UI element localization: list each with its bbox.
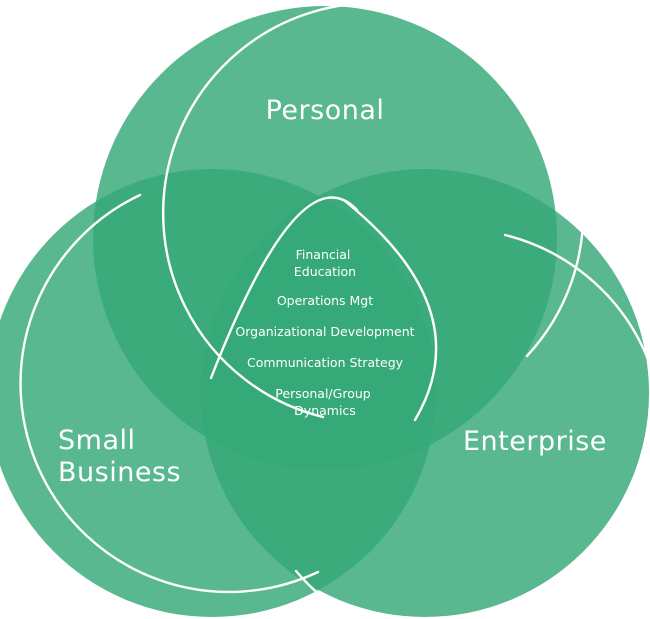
center-item-line: Personal/Group	[275, 386, 370, 401]
set-label-small-business-line-2: Business	[58, 457, 181, 488]
ring-center-top	[209, 196, 359, 380]
set-label-personal: Personal	[266, 95, 385, 126]
set-label-small-business: Small Business	[58, 425, 181, 488]
center-item-line: Education	[294, 264, 356, 279]
ring-enterprise	[294, 233, 650, 619]
circle-fills	[0, 6, 649, 617]
center-item-organizational-development: Organizational Development	[235, 324, 414, 339]
center-item-operations-mgt: Operations Mgt	[277, 293, 373, 308]
set-label-enterprise: Enterprise	[463, 426, 607, 457]
set-label-small-business-line-1: Small	[58, 425, 136, 456]
ring-personal	[161, 1, 585, 419]
center-item-financial-education: Financial Education	[294, 247, 356, 279]
center-item-line: Financial	[296, 247, 351, 262]
center-item-personal-group-dynamics: Personal/Group Dynamics	[275, 386, 374, 418]
center-item-line: Dynamics	[294, 403, 356, 418]
center-list: Financial Education Operations Mgt Organ…	[235, 247, 414, 418]
ring-center-right	[343, 199, 438, 422]
circle-enterprise	[201, 169, 649, 617]
center-item-communication-strategy: Communication Strategy	[247, 355, 404, 370]
circle-outlines	[19, 1, 650, 619]
ring-small-business	[19, 193, 320, 594]
